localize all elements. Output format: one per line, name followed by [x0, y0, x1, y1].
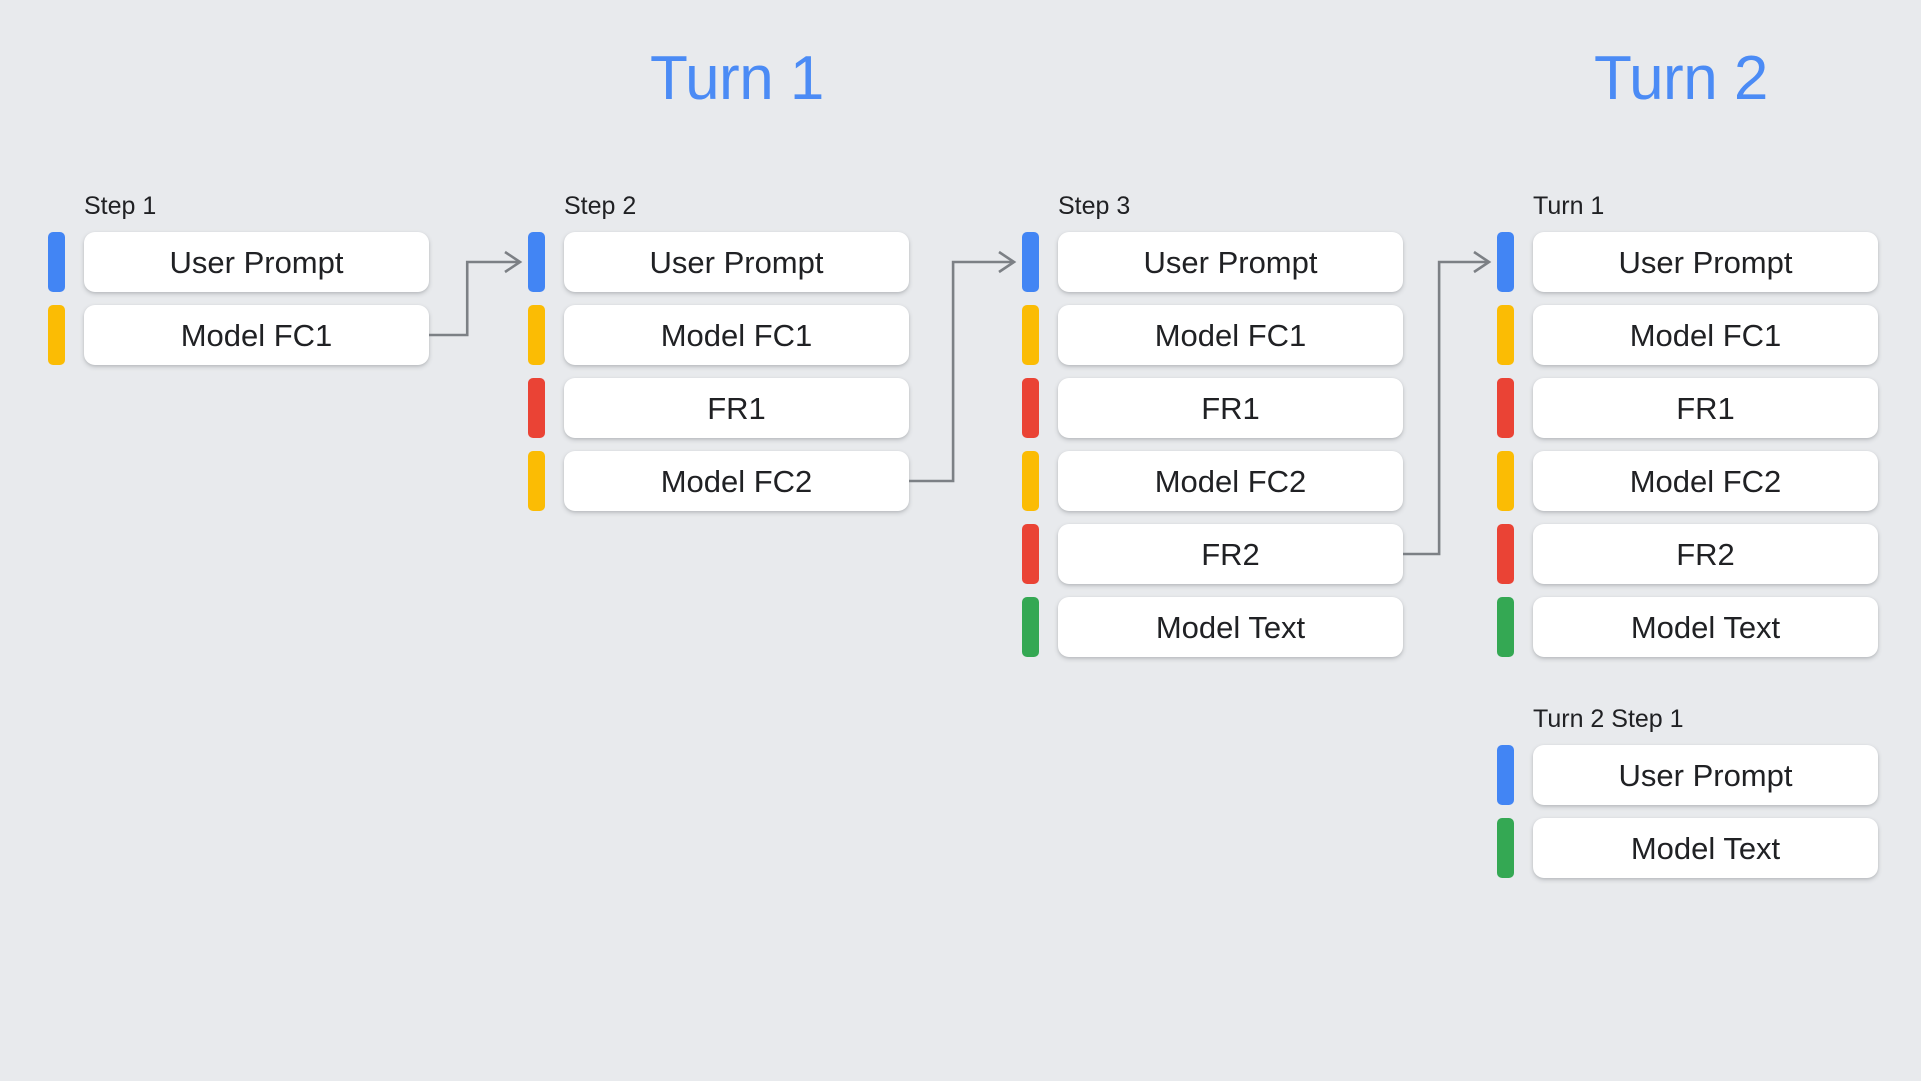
column-turn-1-4-label: Turn 1 — [1533, 192, 1605, 220]
card-model-text[interactable]: Model Text — [1533, 597, 1878, 657]
turn-heading-1: Turn 1 — [650, 44, 824, 113]
status-bar-green — [1022, 597, 1039, 657]
card-model-fc1[interactable]: Model FC1 — [84, 305, 429, 365]
card-model-text[interactable]: Model Text — [1058, 597, 1403, 657]
card-user-prompt[interactable]: User Prompt — [1533, 232, 1878, 292]
row-model-fc1: Model FC1 — [48, 305, 429, 365]
row-user-prompt: User Prompt — [1497, 745, 1878, 805]
card-fr1[interactable]: FR1 — [564, 378, 909, 438]
status-bar-green — [1497, 597, 1514, 657]
row-fr2: FR2 — [1497, 524, 1878, 584]
card-user-prompt[interactable]: User Prompt — [1058, 232, 1403, 292]
row-model-text: Model Text — [1497, 597, 1878, 657]
row-user-prompt: User Prompt — [48, 232, 429, 292]
row-fr1: FR1 — [1022, 378, 1403, 438]
status-bar-yellow — [1022, 305, 1039, 365]
card-fr1[interactable]: FR1 — [1058, 378, 1403, 438]
status-bar-yellow — [1497, 305, 1514, 365]
card-label: Model FC2 — [1629, 463, 1782, 499]
card-label: User Prompt — [1618, 757, 1793, 793]
card-label: Model FC2 — [660, 463, 813, 499]
status-bar-blue — [1022, 232, 1039, 292]
card-fr1[interactable]: FR1 — [1533, 378, 1878, 438]
status-bar-yellow — [528, 451, 545, 511]
row-model-fc2: Model FC2 — [528, 451, 909, 511]
status-bar-green — [1497, 818, 1514, 878]
card-label: Model FC1 — [1629, 317, 1782, 353]
row-model-fc2: Model FC2 — [1497, 451, 1878, 511]
card-label: User Prompt — [1618, 244, 1793, 280]
column-step-2-2-label: Step 2 — [564, 192, 637, 220]
card-label: FR2 — [1676, 536, 1735, 572]
card-user-prompt[interactable]: User Prompt — [564, 232, 909, 292]
status-bar-yellow — [528, 305, 545, 365]
card-label: User Prompt — [1143, 244, 1318, 280]
card-model-text[interactable]: Model Text — [1533, 818, 1878, 878]
card-fr2[interactable]: FR2 — [1533, 524, 1878, 584]
row-model-text: Model Text — [1022, 597, 1403, 657]
card-fr2[interactable]: FR2 — [1058, 524, 1403, 584]
row-user-prompt: User Prompt — [1497, 232, 1878, 292]
card-model-fc2[interactable]: Model FC2 — [1533, 451, 1878, 511]
status-bar-red — [1497, 524, 1514, 584]
card-label: Model Text — [1630, 609, 1781, 645]
status-bar-blue — [48, 232, 65, 292]
column-step-1-1-label: Step 1 — [84, 192, 157, 220]
row-user-prompt: User Prompt — [528, 232, 909, 292]
row-fr1: FR1 — [1497, 378, 1878, 438]
status-bar-red — [1497, 378, 1514, 438]
card-model-fc2[interactable]: Model FC2 — [1058, 451, 1403, 511]
row-fr2: FR2 — [1022, 524, 1403, 584]
status-bar-red — [1022, 378, 1039, 438]
card-model-fc2[interactable]: Model FC2 — [564, 451, 909, 511]
row-model-fc2: Model FC2 — [1022, 451, 1403, 511]
status-bar-red — [1022, 524, 1039, 584]
status-bar-yellow — [1022, 451, 1039, 511]
card-label: Model FC1 — [1154, 317, 1307, 353]
card-label: FR1 — [1201, 390, 1260, 426]
card-model-fc1[interactable]: Model FC1 — [564, 305, 909, 365]
status-bar-blue — [1497, 745, 1514, 805]
status-bar-yellow — [48, 305, 65, 365]
card-label: Model Text — [1155, 609, 1306, 645]
status-bar-blue — [528, 232, 545, 292]
row-fr1: FR1 — [528, 378, 909, 438]
card-label: User Prompt — [649, 244, 824, 280]
card-label: FR1 — [707, 390, 766, 426]
row-model-fc1: Model FC1 — [1022, 305, 1403, 365]
row-model-fc1: Model FC1 — [1497, 305, 1878, 365]
card-label: Model FC1 — [180, 317, 333, 353]
status-bar-blue — [1497, 232, 1514, 292]
card-label: Model FC2 — [1154, 463, 1307, 499]
turn-heading-2: Turn 2 — [1594, 44, 1768, 113]
card-label: FR1 — [1676, 390, 1735, 426]
card-label: Model Text — [1630, 830, 1781, 866]
column-step-3-3-label: Step 3 — [1058, 192, 1131, 220]
status-bar-red — [528, 378, 545, 438]
card-user-prompt[interactable]: User Prompt — [84, 232, 429, 292]
row-model-fc1: Model FC1 — [528, 305, 909, 365]
card-label: Model FC1 — [660, 317, 813, 353]
row-user-prompt: User Prompt — [1022, 232, 1403, 292]
card-model-fc1[interactable]: Model FC1 — [1058, 305, 1403, 365]
status-bar-yellow — [1497, 451, 1514, 511]
card-user-prompt[interactable]: User Prompt — [1533, 745, 1878, 805]
row-model-text: Model Text — [1497, 818, 1878, 878]
column-turn-2-step-1-label: Turn 2 Step 1 — [1533, 705, 1684, 733]
card-model-fc1[interactable]: Model FC1 — [1533, 305, 1878, 365]
card-label: User Prompt — [169, 244, 344, 280]
card-label: FR2 — [1201, 536, 1260, 572]
